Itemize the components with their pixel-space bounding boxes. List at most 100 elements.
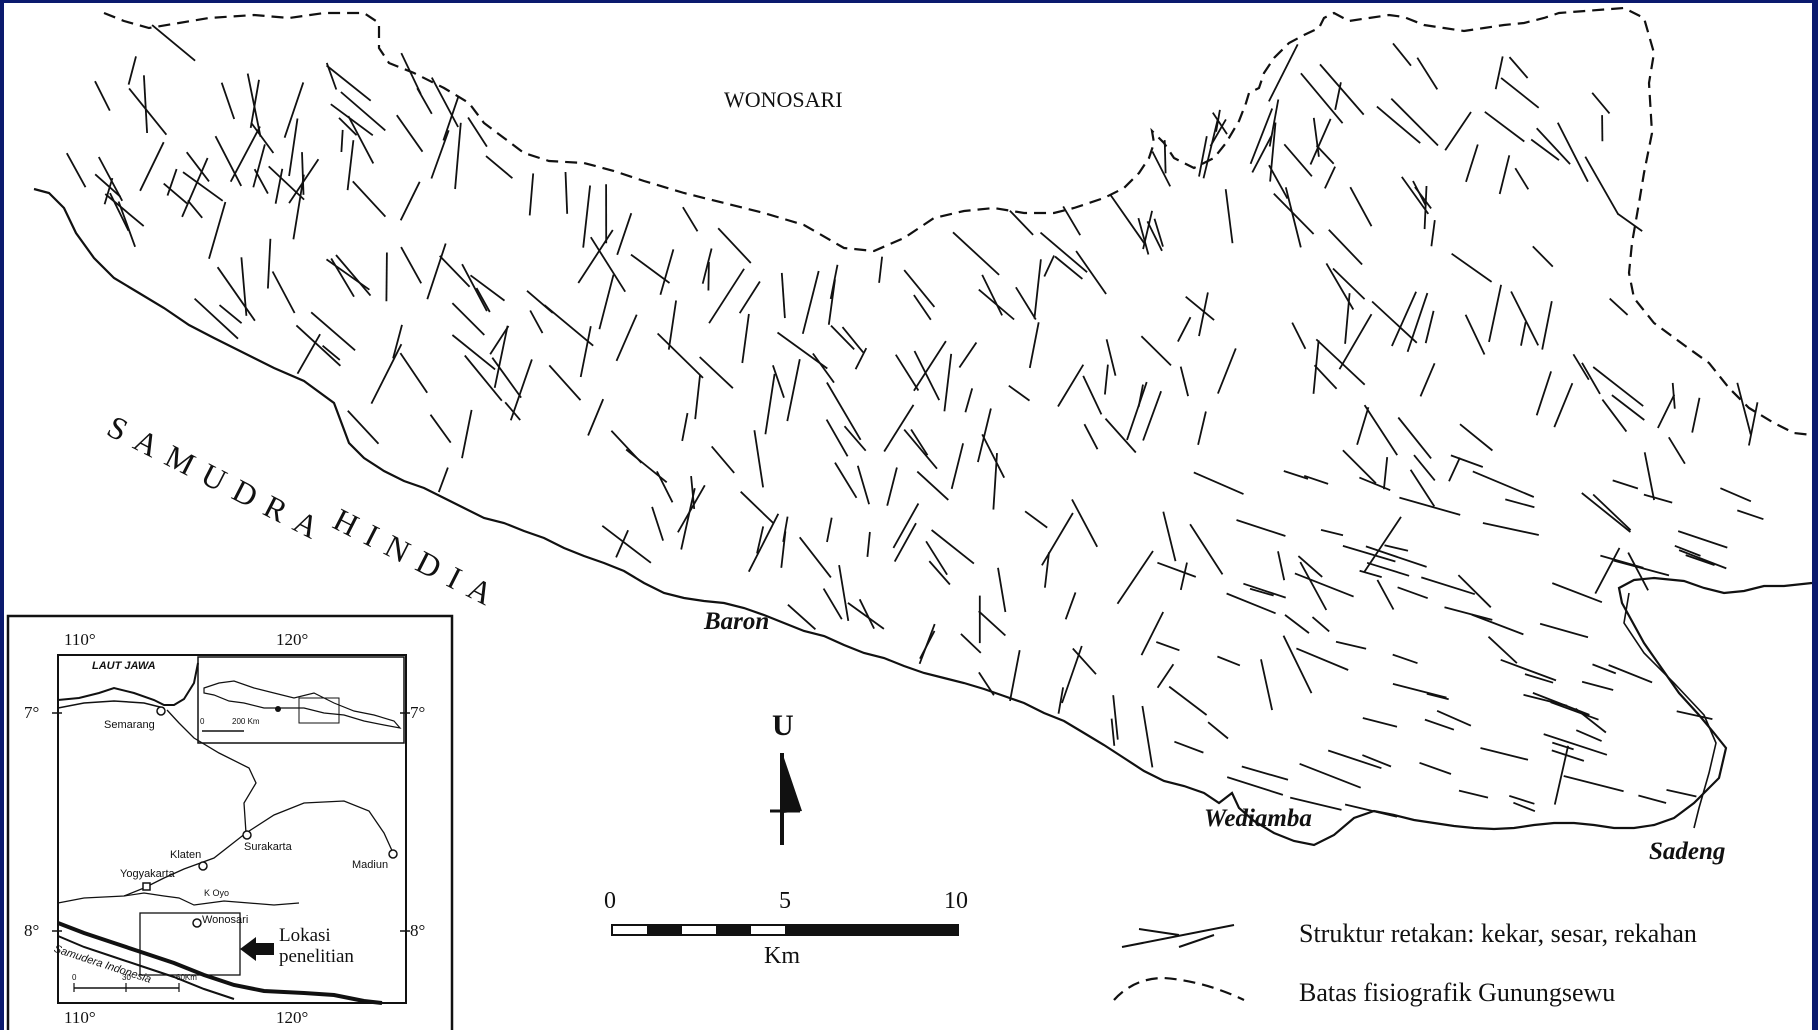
fracture-line: [1151, 151, 1172, 187]
fracture-line: [268, 165, 305, 201]
inset-lon-bottom-110: 110°: [64, 1008, 96, 1027]
inset-city-surakarta: Surakarta: [244, 841, 292, 853]
fracture-line: [399, 181, 421, 221]
fracture-line: [429, 414, 452, 444]
fracture-line: [451, 334, 496, 371]
fracture-line: [1543, 733, 1608, 756]
fracture-line: [1324, 166, 1336, 189]
fracture-line: [1592, 493, 1632, 531]
fracture-line: [181, 157, 209, 218]
fracture-line: [1436, 709, 1472, 727]
fracture-line: [1269, 122, 1277, 182]
fracture-line: [1338, 313, 1373, 370]
place-label-wediamba: Wediamba: [1204, 805, 1312, 832]
fracture-line: [1197, 411, 1207, 446]
legend-fracture-text: Struktur retakan: kekar, sesar, rekahan: [1299, 919, 1697, 948]
fracture-line: [1043, 255, 1055, 277]
fracture-line: [94, 80, 111, 112]
fracture-line: [826, 382, 862, 441]
fracture-line: [1284, 187, 1302, 248]
fracture-line: [528, 173, 535, 216]
fracture-line: [1464, 314, 1486, 355]
fracture-line: [220, 82, 236, 120]
fracture-line: [288, 118, 299, 177]
fracture-line: [883, 404, 915, 452]
fracture-line: [1328, 229, 1363, 266]
fracture-line: [352, 180, 387, 218]
fracture-line: [464, 354, 503, 402]
fracture-line: [690, 476, 696, 509]
fracture-line: [1399, 496, 1461, 516]
fracture-line: [1226, 776, 1284, 796]
fracture-line: [1315, 144, 1335, 165]
fracture-line: [1513, 801, 1536, 813]
fracture-line: [1224, 189, 1234, 244]
fracture-line: [801, 270, 820, 335]
fracture-line: [1691, 397, 1701, 433]
fracture-line: [886, 467, 898, 506]
fracture-line: [825, 419, 849, 457]
fracture-line: [1365, 545, 1427, 568]
fracture-line: [630, 253, 671, 284]
fracture-line: [615, 529, 629, 558]
fracture-line: [1413, 454, 1436, 481]
scale-tick-0: 0: [604, 888, 616, 914]
fracture-line: [1141, 705, 1154, 768]
inset-mini-scale-200: 200 Km: [232, 717, 260, 726]
fracture-line: [1057, 687, 1064, 714]
fracture-line: [978, 610, 1007, 637]
fracture-line: [682, 206, 699, 232]
fracture-line: [340, 129, 344, 153]
fracture-line: [598, 274, 615, 330]
fracture-line: [1536, 127, 1571, 165]
fracture-line: [659, 249, 675, 295]
fracture-line: [1083, 423, 1099, 450]
fracture-line: [1480, 747, 1529, 761]
fracture-line: [786, 359, 801, 422]
fracture-line: [267, 238, 272, 289]
fracture-line: [1071, 498, 1098, 548]
fracture-line: [187, 199, 203, 219]
fracture-line: [469, 274, 506, 302]
fracture-line: [740, 491, 774, 524]
fracture-line: [1243, 582, 1286, 599]
fracture-line: [185, 151, 210, 182]
fracture-line: [843, 425, 867, 452]
inset-city-wonosari: Wonosari: [202, 914, 249, 926]
fracture-line: [1494, 56, 1504, 90]
fracture-line: [1510, 291, 1540, 346]
fracture-line: [997, 567, 1007, 613]
fracture-line: [1532, 692, 1590, 716]
fracture-line: [216, 266, 256, 322]
fracture-line: [1552, 741, 1574, 751]
fracture-line: [139, 141, 165, 192]
fracture-line: [1551, 749, 1585, 762]
fracture-line: [964, 388, 974, 413]
fracture-line: [928, 560, 951, 586]
fracture-line: [590, 236, 626, 293]
fracture-line: [461, 263, 488, 312]
fracture-line: [1057, 364, 1085, 407]
fracture-line: [1104, 418, 1137, 454]
fracture-line: [1736, 382, 1752, 435]
fracture-line: [338, 117, 358, 136]
fracture-line: [1008, 384, 1031, 402]
fracture-line: [326, 64, 372, 102]
fracture-line: [127, 56, 137, 85]
fracture-line: [1189, 523, 1224, 575]
fracture-line: [1179, 562, 1188, 591]
fracture-line: [1414, 186, 1432, 209]
fracture-line: [1054, 255, 1083, 280]
fracture-line: [1594, 547, 1621, 595]
scale-unit: Km: [764, 943, 800, 969]
fracture-line: [218, 304, 243, 324]
fracture-line: [1359, 476, 1391, 492]
fracture-line: [128, 87, 168, 136]
fracture-line: [166, 168, 178, 196]
fracture-line: [347, 410, 380, 445]
fracture-line: [1082, 375, 1103, 415]
fracture-line: [370, 343, 403, 405]
fracture-line: [1498, 155, 1511, 195]
fracture-line: [1584, 156, 1620, 216]
fracture-line: [1268, 164, 1289, 200]
